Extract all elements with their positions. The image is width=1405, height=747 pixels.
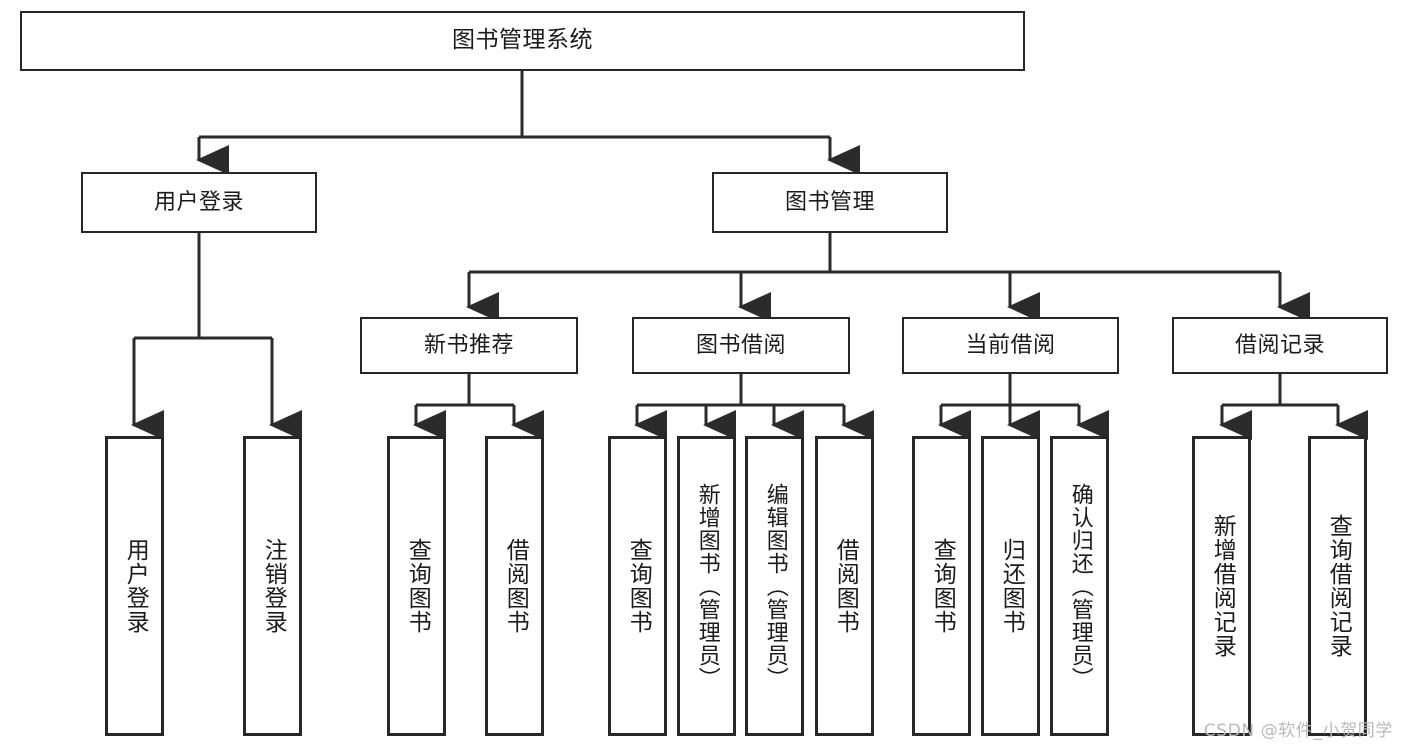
node-label: 图书借阅 (695, 332, 786, 358)
node-label: 注销登录 (260, 538, 287, 634)
node-label: 借阅图书 (832, 538, 859, 634)
leaf-query-book-borrow[interactable]: 查询图书 (608, 436, 667, 736)
node-label: 用户登录 (153, 189, 244, 215)
node-label: 编辑图书（管理员） (762, 482, 788, 690)
leaf-query-borrow-record[interactable]: 查询借阅记录 (1308, 436, 1367, 736)
node-label: 借阅图书 (502, 538, 529, 634)
node-borrow-record[interactable]: 借阅记录 (1172, 317, 1388, 374)
node-label: 新增借阅记录 (1209, 514, 1236, 658)
leaf-add-book-admin[interactable]: 新增图书（管理员） (677, 436, 736, 736)
node-current-borrow[interactable]: 当前借阅 (902, 317, 1119, 374)
node-label: 借阅记录 (1234, 332, 1325, 358)
node-user-login[interactable]: 用户登录 (81, 172, 317, 233)
node-new-book-recommend[interactable]: 新书推荐 (360, 317, 578, 374)
node-label: 归还图书 (998, 538, 1025, 634)
node-label: 图书管理 (784, 189, 875, 215)
node-label: 查询图书 (625, 538, 652, 634)
node-root-system[interactable]: 图书管理系统 (20, 11, 1025, 71)
node-label: 查询图书 (929, 538, 956, 634)
leaf-borrow-book[interactable]: 借阅图书 (815, 436, 874, 736)
leaf-query-book-current[interactable]: 查询图书 (912, 436, 971, 736)
leaf-user-login[interactable]: 用户登录 (105, 436, 164, 736)
node-book-borrow[interactable]: 图书借阅 (632, 317, 850, 374)
leaf-borrow-book-recommend[interactable]: 借阅图书 (485, 436, 544, 736)
leaf-edit-book-admin[interactable]: 编辑图书（管理员） (745, 436, 804, 736)
node-label: 查询借阅记录 (1325, 514, 1352, 658)
leaf-confirm-return-admin[interactable]: 确认归还（管理员） (1050, 436, 1109, 736)
leaf-add-borrow-record[interactable]: 新增借阅记录 (1192, 436, 1251, 736)
node-label: 图书管理系统 (452, 27, 593, 54)
node-book-management[interactable]: 图书管理 (712, 172, 948, 233)
node-label: 当前借阅 (965, 332, 1056, 358)
node-label: 新书推荐 (423, 332, 514, 358)
leaf-logout-login[interactable]: 注销登录 (243, 436, 302, 736)
node-label: 查询图书 (404, 538, 431, 634)
node-label: 新增图书（管理员） (694, 482, 720, 690)
node-label: 确认归还（管理员） (1067, 482, 1093, 690)
leaf-return-book[interactable]: 归还图书 (981, 436, 1040, 736)
csdn-watermark: CSDN @软件_小贺同学 (1203, 721, 1393, 741)
leaf-query-book-recommend[interactable]: 查询图书 (387, 436, 446, 736)
node-label: 用户登录 (122, 538, 149, 634)
